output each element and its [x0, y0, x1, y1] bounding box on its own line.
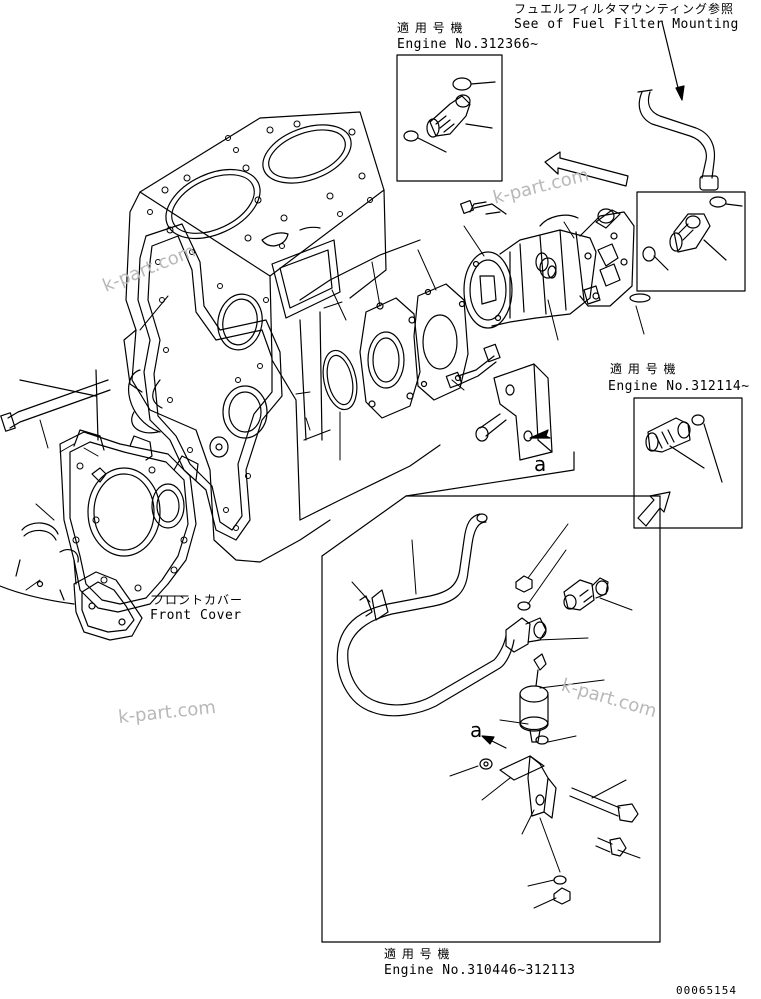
inset-bottom-label-en: Engine No.310446~312113	[384, 963, 576, 978]
inset-top-label-jp: 適 用 号 機	[397, 21, 464, 35]
inset-box-bottom	[322, 452, 660, 942]
leader-lines	[26, 222, 644, 590]
reference-a-upper: a	[534, 452, 547, 476]
fuel-filter-pipe	[638, 22, 718, 190]
front-cover	[0, 370, 198, 640]
drawing-code: 00065154	[676, 984, 737, 997]
fuel-filter-label-en: See of Fuel Filter Mounting	[514, 17, 739, 32]
inset-right-label-en: Engine No.312114~	[608, 379, 750, 394]
engine-block	[124, 112, 440, 562]
pump-assembly	[318, 201, 650, 460]
inset-box-connector	[637, 192, 745, 291]
reference-a-lower: a	[470, 718, 483, 742]
fuel-filter-label-jp: フュエルフィルタマウンティング参照	[514, 2, 735, 16]
front-cover-label-en: Front Cover	[150, 608, 242, 623]
inset-right-label-jp: 適 用 号 機	[610, 362, 677, 376]
inset-top-label-en: Engine No.312366~	[397, 37, 539, 52]
inset-box-top	[397, 55, 502, 181]
inset-box-right	[634, 398, 742, 528]
inset-bottom-label-jp: 適 用 号 機	[384, 947, 451, 961]
front-cover-label-jp: フロントカバー	[152, 593, 244, 607]
direction-arrow-top	[545, 152, 628, 186]
